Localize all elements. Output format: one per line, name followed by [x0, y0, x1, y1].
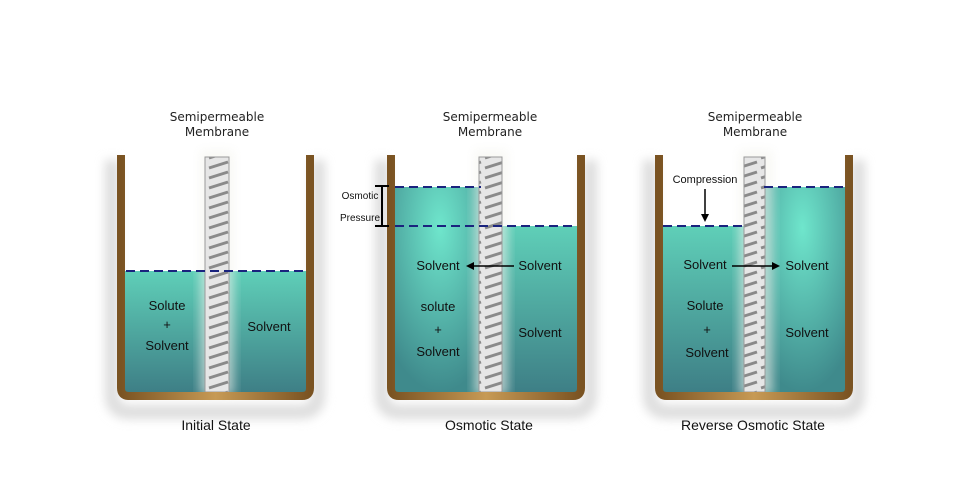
compression-label: Compression [673, 174, 738, 186]
liquid-right [760, 187, 845, 392]
svg-text:Membrane: Membrane [723, 125, 787, 139]
beaker-wall [655, 155, 853, 400]
beaker-reverse-osmotic: Compression Solvent Solvent Solute + Sol… [643, 150, 865, 433]
caption-reverse-osmotic-state: Reverse Osmotic State [681, 417, 825, 433]
membrane [743, 156, 766, 393]
membrane-label-1: Semipermeable Membrane [170, 110, 265, 139]
plus-label: + [434, 322, 442, 337]
flow-source-label: Solvent [518, 258, 562, 273]
plus-label: + [703, 322, 711, 337]
svg-text:Semipermeable: Semipermeable [708, 110, 803, 124]
svg-text:Semipermeable: Semipermeable [170, 110, 265, 124]
beaker-osmotic: Osmotic Pressure Solvent Solvent solute … [340, 150, 597, 433]
flow-source-label: Solvent [683, 257, 727, 272]
arrow-right-icon [732, 262, 780, 270]
caption-initial-state: Initial State [181, 417, 250, 433]
svg-text:Semipermeable: Semipermeable [443, 110, 538, 124]
liquid-left [395, 187, 485, 392]
left-label: Solute [149, 298, 186, 313]
right-label: Solvent [518, 325, 562, 340]
caption-osmotic-state: Osmotic State [445, 417, 533, 433]
membrane [478, 156, 503, 393]
osmotic-pressure-bracket: Osmotic Pressure [340, 185, 389, 227]
left-label: Solvent [145, 338, 189, 353]
svg-text:Pressure: Pressure [340, 213, 380, 224]
svg-text:Osmotic: Osmotic [342, 191, 379, 202]
left-label: Solvent [685, 345, 729, 360]
left-label: solute [421, 299, 456, 314]
svg-text:Membrane: Membrane [458, 125, 522, 139]
right-label: Solvent [785, 325, 829, 340]
left-label: Solvent [416, 344, 460, 359]
arrow-down-icon [701, 189, 709, 222]
liquid-left [663, 226, 747, 392]
beaker-wall [117, 155, 314, 400]
plus-label: + [163, 317, 171, 332]
flow-target-label: Solvent [785, 258, 829, 273]
liquid-right [495, 226, 577, 392]
beaker-wall [387, 155, 585, 400]
arrow-left-icon [466, 262, 514, 270]
svg-text:Membrane: Membrane [185, 125, 249, 139]
left-label: Solute [687, 298, 724, 313]
beaker-initial: Solute + Solvent Solvent Initial State [105, 150, 325, 433]
membrane-label-3: Semipermeable Membrane [708, 110, 803, 139]
right-label: Solvent [247, 319, 291, 334]
membrane-label-2: Semipermeable Membrane [443, 110, 538, 139]
flow-target-label: Solvent [416, 258, 460, 273]
membrane [204, 156, 230, 393]
